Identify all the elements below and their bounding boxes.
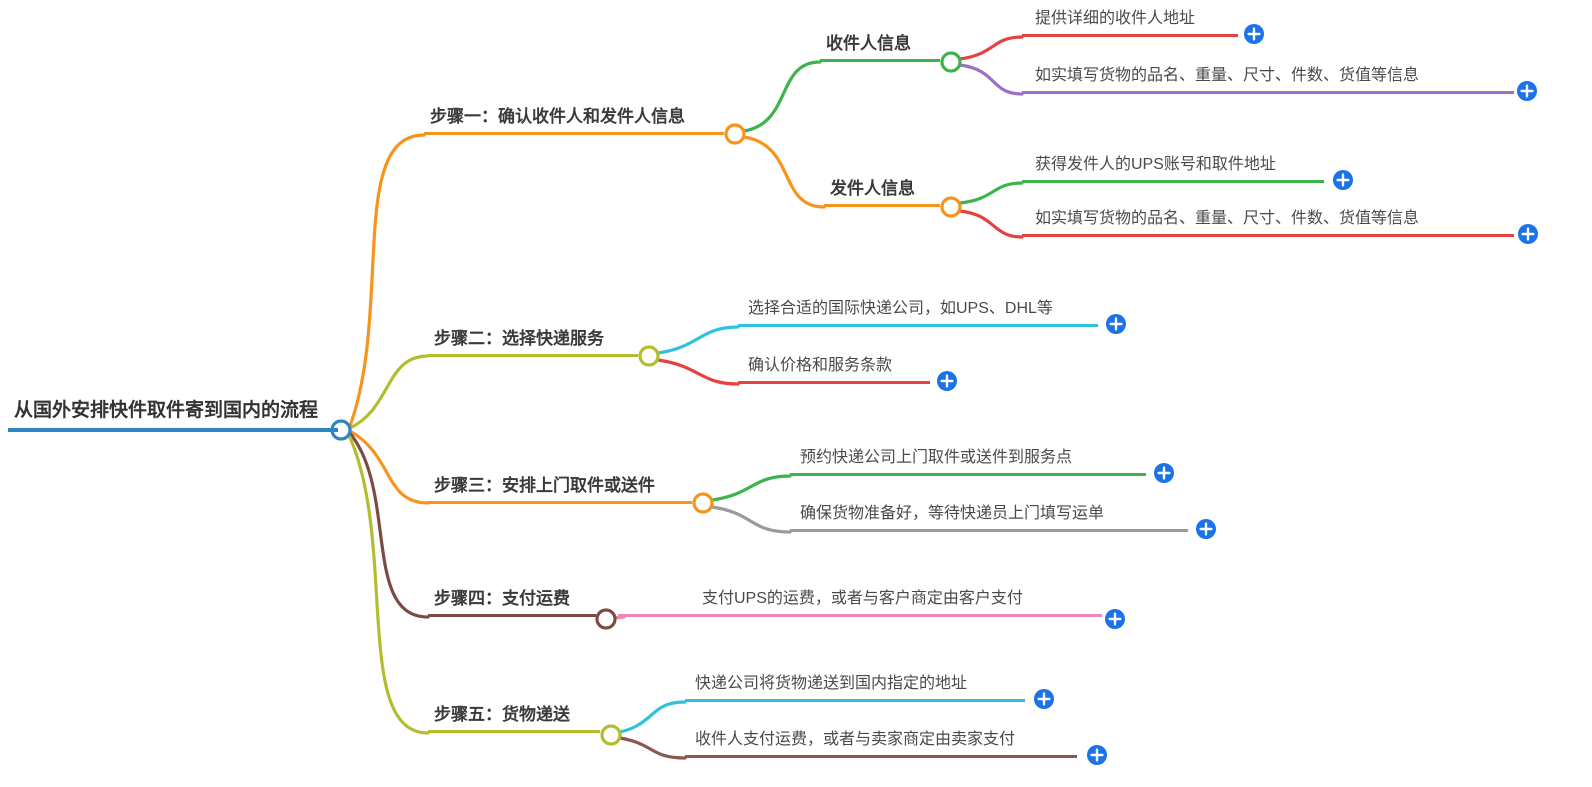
add-child-button[interactable]: [1518, 224, 1538, 244]
collapse-handle-step5[interactable]: [600, 724, 622, 746]
leaf-book-pickup-label: 预约快递公司上门取件或送件到服务点: [800, 449, 1073, 466]
collapse-handle-recipient[interactable]: [940, 51, 962, 73]
collapse-handle-step1[interactable]: [724, 123, 746, 145]
leaf-prepare-goods-label: 确保货物准备好，等待快递员上门填写运单: [800, 505, 1105, 522]
topic-step3-label: 步骤三：安排上门取件或送件: [434, 476, 655, 495]
leaf-recipient-cargo-info[interactable]: 如实填写货物的品名、重量、尺寸、件数、货值等信息: [1022, 66, 1514, 94]
leaf-confirm-price-label: 确认价格和服务条款: [748, 357, 893, 374]
leaf-sender-cargo-info-label: 如实填写货物的品名、重量、尺寸、件数、货值等信息: [1035, 210, 1420, 227]
topic-step2[interactable]: 步骤二：选择快递服务: [428, 329, 638, 357]
add-child-button[interactable]: [1087, 745, 1107, 765]
edge-step5-leaf2: [618, 736, 687, 760]
add-child-button[interactable]: [1517, 81, 1537, 101]
edge-step1-sender: [742, 135, 826, 209]
collapse-handle-step3[interactable]: [692, 492, 714, 514]
edge-root-step1: [348, 133, 426, 428]
topic-step5[interactable]: 步骤五：货物递送: [428, 705, 600, 733]
edge-step2-leaf2: [656, 358, 740, 386]
add-child-button[interactable]: [937, 371, 957, 391]
add-child-button[interactable]: [1333, 170, 1353, 190]
topic-step1-label: 步骤一：确认收件人和发件人信息: [430, 107, 685, 126]
edge-root-step3: [348, 429, 430, 505]
topic-step5-label: 步骤五：货物递送: [434, 705, 570, 724]
edge-step3-leaf1: [710, 474, 792, 502]
leaf-sender-ups-account-label: 获得发件人的UPS账号和取件地址: [1035, 156, 1276, 173]
edge-sender-leaf2: [958, 209, 1024, 239]
leaf-pay-freight-label: 支付UPS的运费，或者与客户商定由客户支付: [702, 590, 1023, 607]
root-topic[interactable]: 从国外安排快件取件寄到国内的流程: [8, 400, 338, 432]
collapse-handle-step2[interactable]: [638, 345, 660, 367]
leaf-sender-ups-account[interactable]: 获得发件人的UPS账号和取件地址: [1022, 156, 1324, 183]
topic-recipient-info[interactable]: 收件人信息: [820, 34, 940, 62]
leaf-choose-courier[interactable]: 选择合适的国际快递公司，如UPS、DHL等: [738, 300, 1098, 327]
edge-sender-leaf1: [958, 181, 1024, 205]
leaf-recipient-pays-label: 收件人支付运费，或者与卖家商定由卖家支付: [695, 731, 1016, 748]
topic-step3[interactable]: 步骤三：安排上门取件或送件: [428, 476, 692, 504]
leaf-recipient-cargo-info-label: 如实填写货物的品名、重量、尺寸、件数、货值等信息: [1035, 67, 1420, 84]
topic-step2-label: 步骤二：选择快递服务: [434, 329, 604, 348]
leaf-choose-courier-label: 选择合适的国际快递公司，如UPS、DHL等: [748, 300, 1053, 317]
edge-step1-recipient: [742, 60, 822, 133]
leaf-sender-cargo-info[interactable]: 如实填写货物的品名、重量、尺寸、件数、货值等信息: [1022, 209, 1514, 237]
topic-step1[interactable]: 步骤一：确认收件人和发件人信息: [424, 107, 724, 135]
topic-step4[interactable]: 步骤四：支付运费: [428, 589, 596, 617]
root-topic-label: 从国外安排快件取件寄到国内的流程: [14, 400, 319, 421]
add-child-button[interactable]: [1196, 519, 1216, 539]
leaf-pay-freight[interactable]: 支付UPS的运费，或者与客户商定由客户支付: [618, 590, 1102, 617]
edge-recipient-leaf1: [958, 35, 1024, 61]
add-child-button[interactable]: [1154, 463, 1174, 483]
add-child-button[interactable]: [1244, 24, 1264, 44]
leaf-recipient-address-label: 提供详细的收件人地址: [1035, 10, 1196, 27]
leaf-deliver-domestic-label: 快递公司将货物递送到国内指定的地址: [695, 675, 968, 692]
topic-sender-info[interactable]: 发件人信息: [824, 179, 940, 207]
edge-recipient-leaf2: [958, 63, 1024, 96]
leaf-book-pickup[interactable]: 预约快递公司上门取件或送件到服务点: [790, 449, 1146, 476]
collapse-handle-step4[interactable]: [595, 608, 617, 630]
leaf-recipient-address[interactable]: 提供详细的收件人地址: [1022, 10, 1238, 37]
add-child-button[interactable]: [1034, 689, 1054, 709]
edge-step2-leaf1: [656, 325, 740, 355]
edge-step5-leaf1: [618, 700, 687, 734]
edge-root-step5: [346, 431, 430, 735]
leaf-recipient-pays[interactable]: 收件人支付运费，或者与卖家商定由卖家支付: [685, 731, 1077, 758]
add-child-button[interactable]: [1105, 609, 1125, 629]
edge-step3-leaf2: [710, 505, 792, 534]
edge-root-step2: [348, 354, 430, 430]
add-child-button[interactable]: [1106, 314, 1126, 334]
leaf-confirm-price[interactable]: 确认价格和服务条款: [738, 357, 930, 384]
collapse-handle-sender[interactable]: [940, 196, 962, 218]
edge-root-step4: [347, 430, 430, 619]
topic-sender-info-label: 发件人信息: [830, 179, 915, 198]
leaf-prepare-goods[interactable]: 确保货物准备好，等待快递员上门填写运单: [790, 505, 1188, 532]
topic-step4-label: 步骤四：支付运费: [434, 589, 570, 608]
topic-recipient-info-label: 收件人信息: [826, 34, 911, 53]
leaf-deliver-domestic[interactable]: 快递公司将货物递送到国内指定的地址: [685, 675, 1025, 702]
